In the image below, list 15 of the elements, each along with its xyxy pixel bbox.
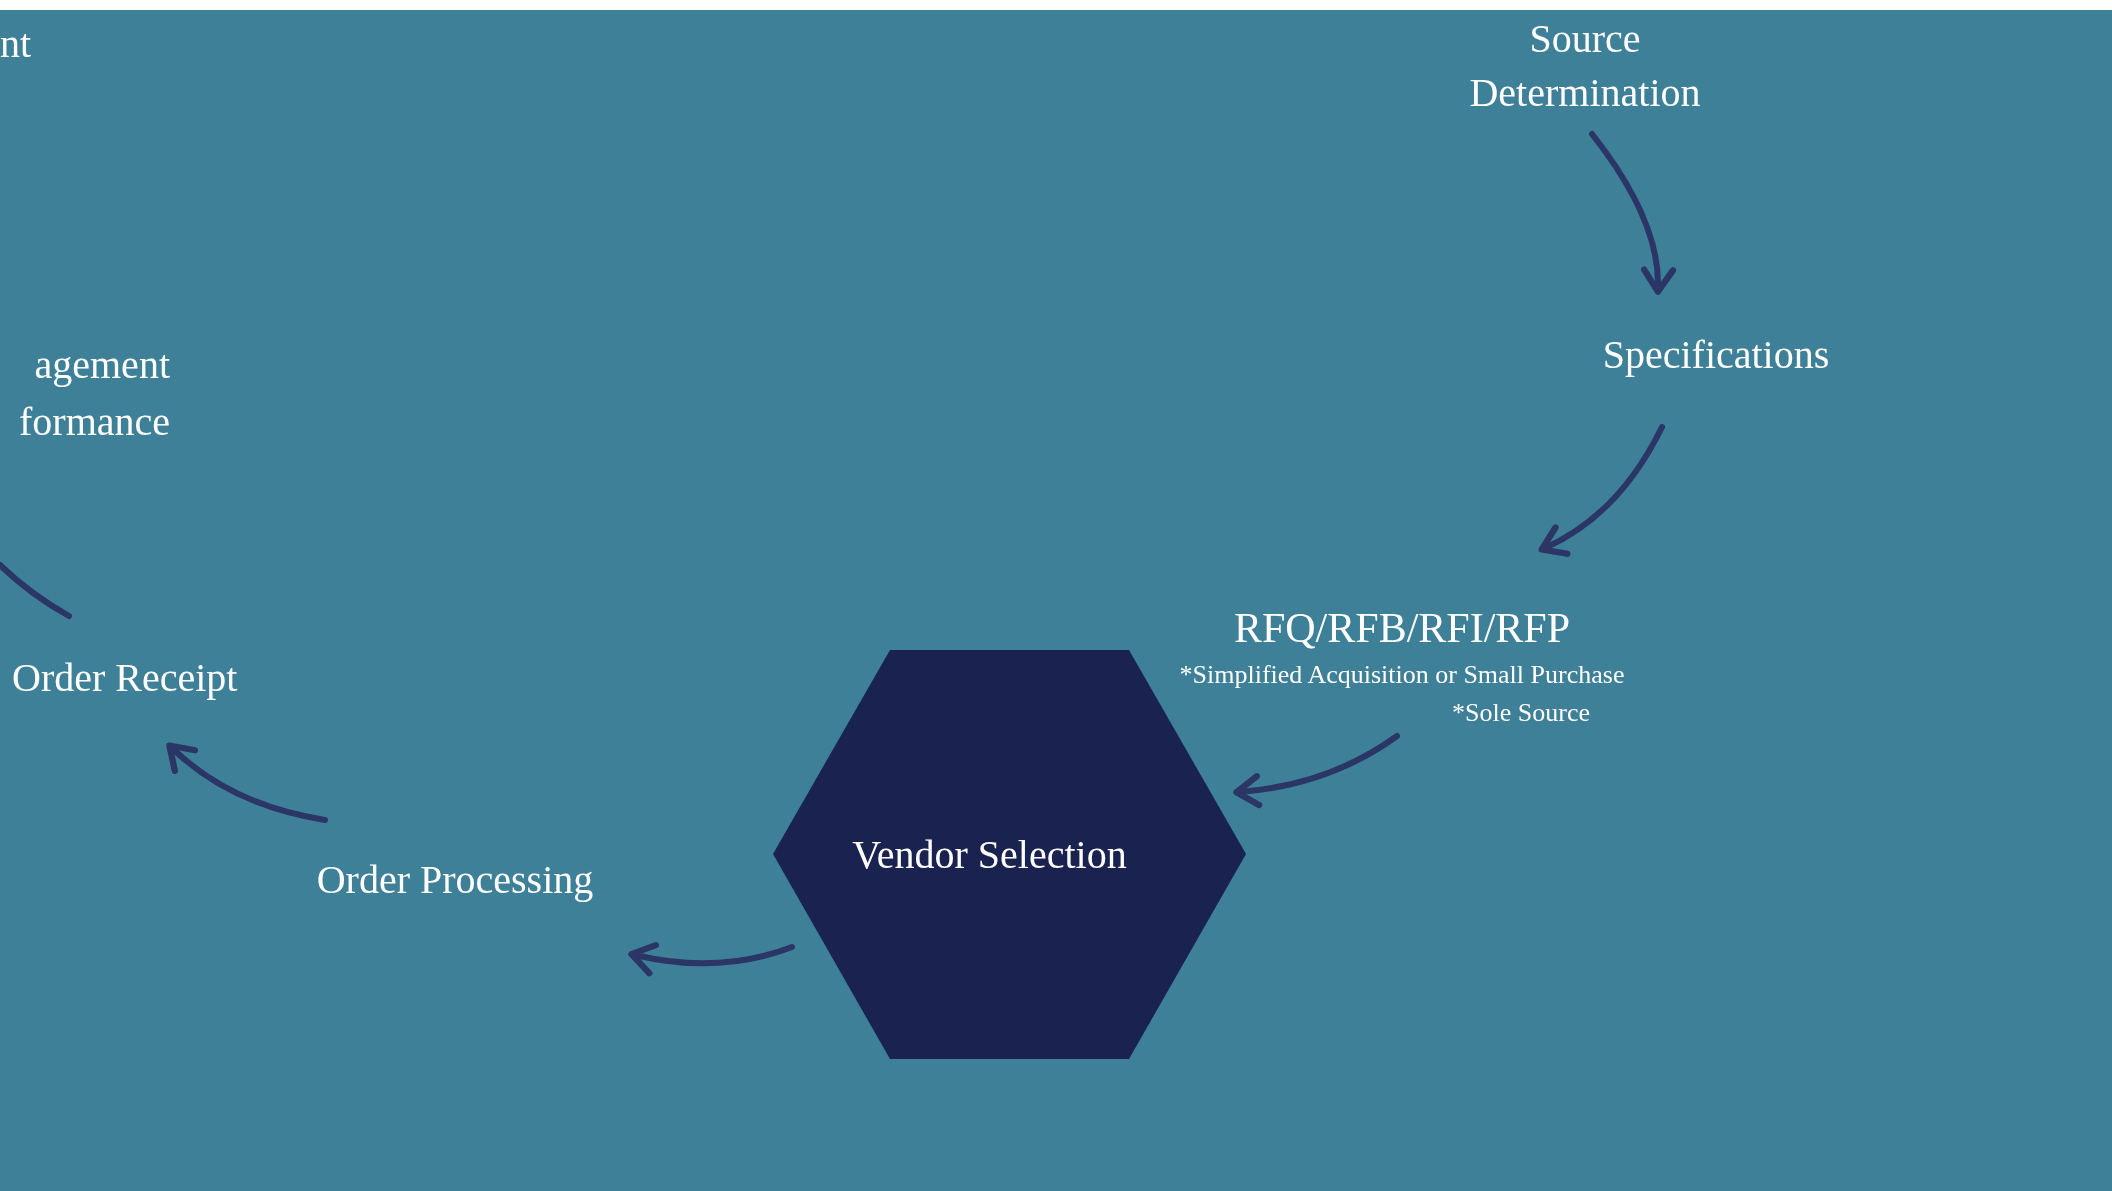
- step-label: agement formance: [18, 341, 170, 446]
- step-note: *Sole Source: [1451, 697, 1591, 729]
- curved-arrow: [166, 742, 328, 823]
- step-label: Vendor Selection: [852, 830, 1127, 879]
- curved-arrow: [628, 941, 795, 976]
- curved-arrow: [1538, 424, 1665, 557]
- step-label: Source Determination: [1468, 15, 1702, 117]
- curved-arrow: [1589, 131, 1676, 295]
- step-label: Order Receipt: [12, 654, 239, 702]
- step-label: Order Processing: [315, 856, 595, 904]
- step-label: Specifications: [1601, 331, 1831, 379]
- step-note: *Simplified Acquisition or Small Purchase: [1178, 659, 1626, 691]
- curved-arrow: [1233, 733, 1400, 808]
- step-label: nt: [0, 20, 33, 68]
- step-label: RFQ/RFB/RFI/RFP: [1232, 604, 1572, 653]
